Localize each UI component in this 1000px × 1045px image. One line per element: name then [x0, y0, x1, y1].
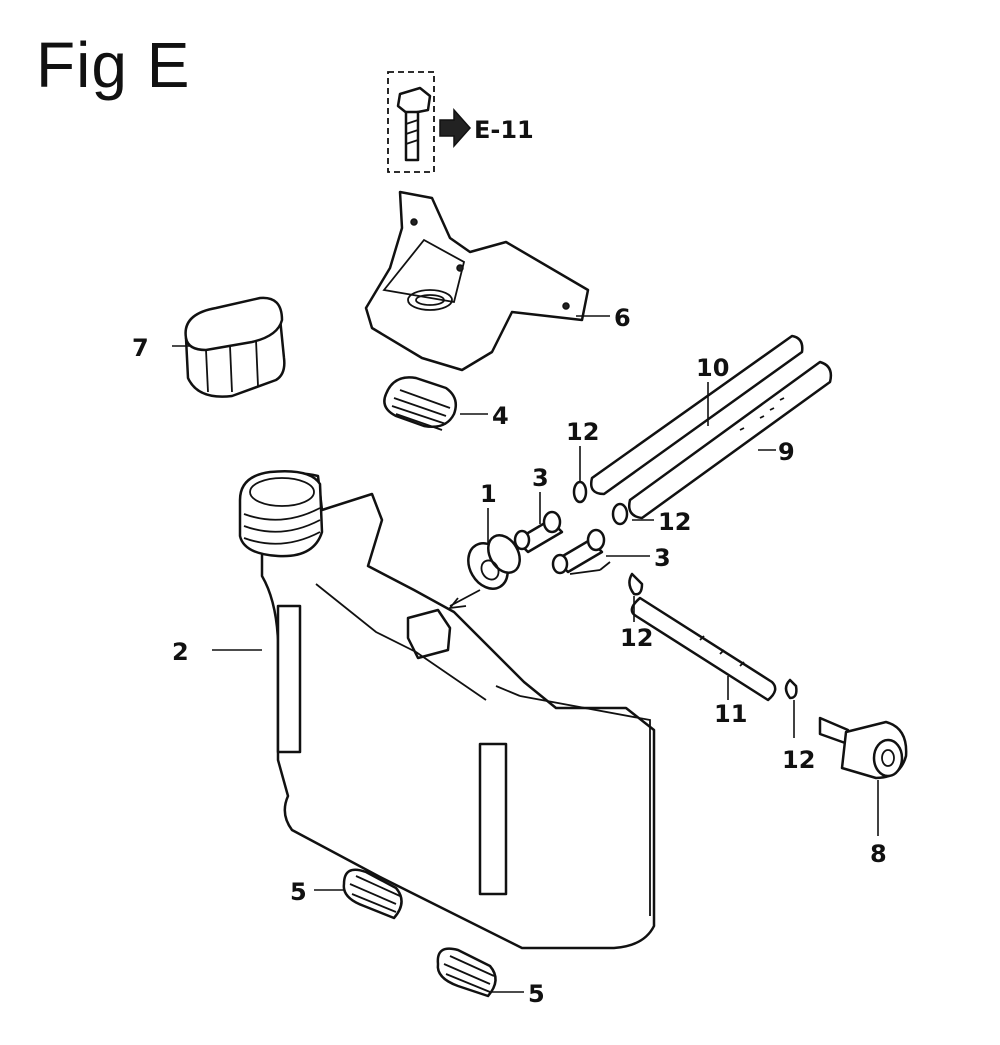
- callout-7: 7: [132, 334, 149, 362]
- part-5-cushion-lower: [436, 947, 497, 998]
- part-2-tank: [238, 470, 656, 950]
- part-6-bracket: [364, 190, 590, 372]
- part-8-strainer: [818, 716, 908, 780]
- reference-label: E-11: [474, 116, 534, 144]
- callout-11: 11: [714, 700, 747, 728]
- callout-12-lower: 12: [620, 624, 653, 652]
- part-12-clamp-right: [784, 678, 798, 700]
- callout-4: 4: [492, 402, 509, 430]
- part-1-grommet: [447, 534, 521, 610]
- part-12-clamp-mid: [611, 502, 629, 526]
- callout-5-upper: 5: [290, 878, 307, 906]
- part-5-cushion-left: [342, 868, 403, 920]
- callout-6: 6: [614, 304, 631, 332]
- part-12-clamp-upper: [572, 480, 588, 504]
- callout-10: 10: [696, 354, 729, 382]
- part-10-hose: [590, 334, 804, 496]
- part-9-hose: [628, 360, 833, 520]
- callout-3-upper: 3: [532, 464, 549, 492]
- callout-3-lower: 3: [654, 544, 671, 572]
- callout-2: 2: [172, 638, 189, 666]
- arrow-right-icon: [439, 108, 472, 148]
- callout-labels: 2 7 4 1 3 12 12 3 12 10 9 11 12 8 6 5 5: [132, 304, 887, 1008]
- callout-1: 1: [480, 480, 497, 508]
- bolt-reference: E-11: [387, 71, 534, 173]
- leader-lines: [172, 315, 879, 993]
- callout-12-upper: 12: [566, 418, 599, 446]
- callout-9: 9: [778, 438, 795, 466]
- part-7-cap: [184, 296, 286, 398]
- callout-8: 8: [870, 840, 887, 868]
- part-4-filter: [383, 376, 457, 431]
- part-3-fitting-upper: [513, 510, 564, 554]
- callout-5-lower: 5: [528, 980, 545, 1008]
- part-12-clamp-lower: [628, 572, 644, 596]
- figure-title: Fig E: [36, 29, 191, 101]
- part-3-fitting-lower: [551, 528, 611, 575]
- callout-12-mid: 12: [658, 508, 691, 536]
- callout-12-right: 12: [782, 746, 815, 774]
